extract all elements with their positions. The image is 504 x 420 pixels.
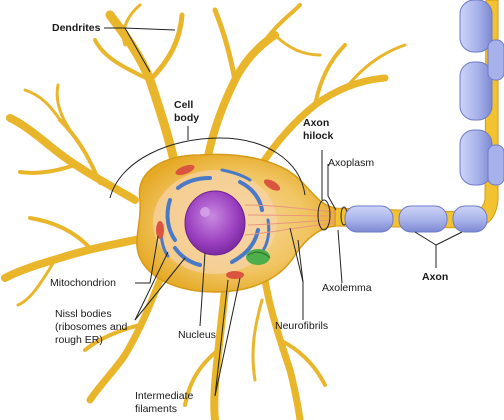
nissl-bodies-label-line3: rough ER) [55, 334, 103, 346]
nucleus [184, 190, 246, 256]
nucleus-label: Nucleus [178, 329, 216, 341]
nissl-bodies-label-line2: (ribosomes and [55, 321, 128, 333]
myelin-sheath-horizontal [344, 205, 488, 233]
myelin-sheath-vertical [459, 0, 504, 186]
axon-hillock-label-line2: hilock [303, 130, 334, 142]
dendrites-label: Dendrites [52, 22, 101, 34]
mitochondria [156, 164, 281, 279]
neurofibrils-label: Neurofibrils [275, 320, 329, 332]
nissl-bodies-label-line1: Nissl bodies [55, 308, 112, 320]
axolemma-label: Axolemma [322, 282, 372, 294]
axon-label: Axon [422, 271, 449, 283]
cell-body-label-line1: Cell [174, 99, 194, 111]
intermediate-filaments-label-line1: Intermediate [135, 390, 194, 402]
neurofibrils [244, 204, 336, 236]
cell-body-label-line2: body [174, 112, 200, 124]
intermediate-filaments-label-line2: filaments [135, 403, 178, 415]
axon-hillock-label-line1: Axon [303, 117, 330, 129]
leader-lines [104, 27, 463, 397]
golgi-body [246, 249, 271, 265]
mitochondrion-label: Mitochondrion [50, 277, 116, 289]
axoplasm-label: Axoplasm [328, 157, 375, 169]
cell-body-soma [109, 137, 348, 293]
